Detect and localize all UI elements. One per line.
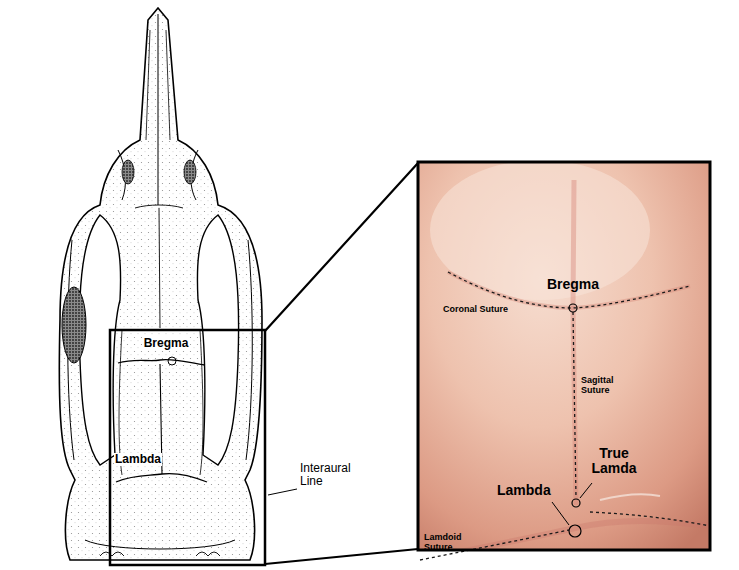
leader-line xyxy=(580,483,592,498)
lambda-point xyxy=(569,525,581,537)
part-label: Bregma xyxy=(143,337,190,350)
bregma-point xyxy=(569,304,577,312)
skull-photo xyxy=(418,162,710,550)
part-label: Lambda xyxy=(497,483,551,498)
true-lambda-point xyxy=(572,499,580,507)
skull-drawing xyxy=(59,8,262,560)
inset-frame xyxy=(418,162,710,550)
part-label: Coronal Suture xyxy=(443,305,508,315)
leader-line xyxy=(552,502,569,525)
leader-line xyxy=(268,489,297,495)
part-label: Lambda xyxy=(114,453,162,466)
part-label: Interaural Line xyxy=(300,462,364,488)
part-label: Sagittal Suture xyxy=(581,376,627,396)
zoom-box xyxy=(110,330,265,565)
part-label: Bregma xyxy=(547,277,599,292)
suture-lines xyxy=(420,272,710,560)
zoom-line xyxy=(265,163,418,564)
part-label: Lamdoid Suture xyxy=(424,533,476,553)
part-label: True Lamda xyxy=(586,446,642,477)
